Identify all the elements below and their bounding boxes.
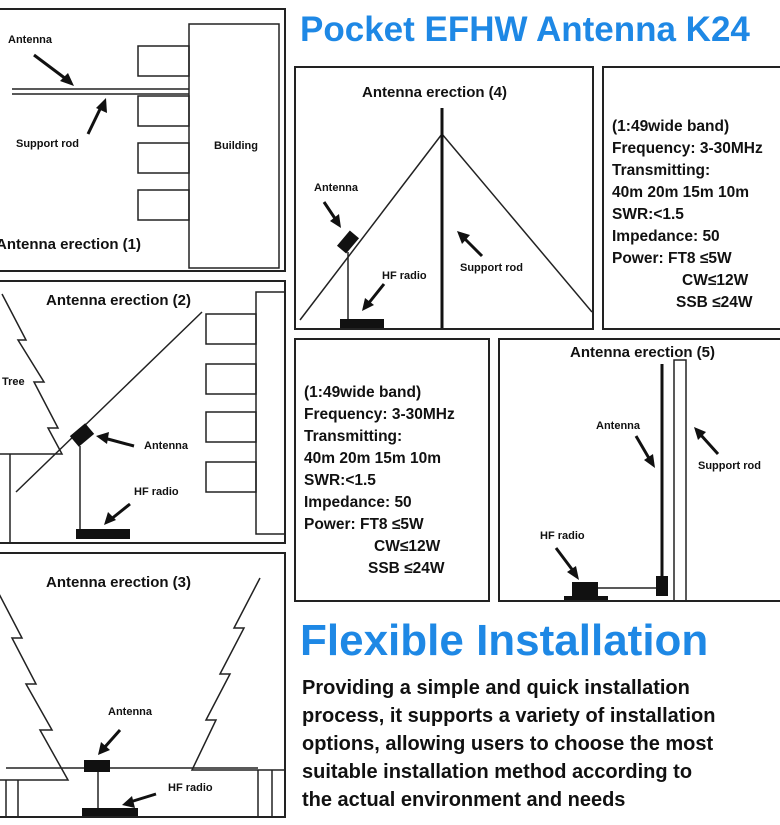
specs-text: (1:49wide band) Frequency: 3-30MHz Trans… xyxy=(304,382,455,580)
panel-title: Antenna erection (2) xyxy=(46,292,192,309)
diagram-erection-4 xyxy=(299,108,592,328)
diagram-erection-1 xyxy=(12,23,280,269)
description: Providing a simple and quick installatio… xyxy=(302,674,780,814)
diagram-erection-5 xyxy=(554,359,720,600)
panel-specs-right: (1:49wide band) Frequency: 3-30MHz Trans… xyxy=(602,66,780,330)
panel-antenna-erection-5: Antenna erection (5) Antenna Support rod… xyxy=(498,338,780,602)
arrow-support-rod xyxy=(698,432,720,456)
panel-title: Antenna erection (5) xyxy=(570,344,716,361)
label-hf-radio: HF radio xyxy=(540,530,585,542)
arrow-hf-radio xyxy=(109,502,131,522)
description-line: the actual environment and needs xyxy=(302,789,626,811)
arrow-hf-radio xyxy=(366,283,386,305)
label-antenna: Antenna xyxy=(596,420,640,432)
panel-antenna-erection-3: Antenna erection (3) Antenna HF radio xyxy=(0,552,286,818)
spec-power-ssb: SSB ≤24W xyxy=(368,560,445,577)
spec-frequency: Frequency: 3-30MHz xyxy=(304,406,455,423)
section-title: Flexible Installation xyxy=(300,616,709,665)
arrow-support-rod xyxy=(462,236,484,258)
panel-specs-middle: (1:49wide band) Frequency: 3-30MHz Trans… xyxy=(294,338,490,602)
panel-title: Antenna erection (1) xyxy=(0,236,142,253)
description-line: suitable installation method according t… xyxy=(302,761,693,783)
spec-power-ssb: SSB ≤24W xyxy=(676,294,753,311)
spec-frequency: Frequency: 3-30MHz xyxy=(612,140,763,157)
spec-power-ft8: Power: FT8 ≤5W xyxy=(304,516,424,533)
arrow-hf-radio xyxy=(554,547,576,573)
label-hf-radio: HF radio xyxy=(134,486,179,498)
spec-impedance: Impedance: 50 xyxy=(304,494,412,511)
spec-band: (1:49wide band) xyxy=(612,118,730,135)
arrow-hf-radio xyxy=(129,792,157,804)
arrow-antenna xyxy=(322,201,338,221)
spec-band: (1:49wide band) xyxy=(304,384,422,401)
panel-antenna-erection-4: Antenna erection (4) Antenna HF radio Su… xyxy=(294,66,594,330)
spec-swr: SWR:<1.5 xyxy=(612,206,684,223)
arrow-support-rod xyxy=(86,104,104,135)
spec-power-cw: CW≤12W xyxy=(682,272,749,289)
label-tree: Tree xyxy=(2,376,25,388)
diagram-erection-2 xyxy=(0,291,284,542)
spec-power-cw: CW≤12W xyxy=(374,538,441,555)
label-antenna: Antenna xyxy=(108,706,152,718)
label-support-rod: Support rod xyxy=(698,460,761,472)
spec-swr: SWR:<1.5 xyxy=(304,472,376,489)
panel-antenna-erection-1: Antenna Support rod Building Antenna ere… xyxy=(0,8,286,272)
label-hf-radio: HF radio xyxy=(382,270,427,282)
arrow-antenna xyxy=(102,729,122,749)
label-hf-radio: HF radio xyxy=(168,782,213,794)
spec-bands: 40m 20m 15m 10m xyxy=(612,184,750,201)
specs-text: (1:49wide band) Frequency: 3-30MHz Trans… xyxy=(612,116,763,314)
arrow-antenna xyxy=(103,436,135,448)
description-line: options, allowing users to choose the mo… xyxy=(302,733,714,755)
spec-power-ft8: Power: FT8 ≤5W xyxy=(612,250,732,267)
panel-title: Antenna erection (4) xyxy=(362,84,508,101)
description-line: Providing a simple and quick installatio… xyxy=(302,677,690,699)
panel-title: Antenna erection (3) xyxy=(46,574,192,591)
label-building: Building xyxy=(214,140,258,152)
spec-impedance: Impedance: 50 xyxy=(612,228,720,245)
label-support-rod: Support rod xyxy=(460,262,523,274)
label-antenna: Antenna xyxy=(314,182,358,194)
diagram-erection-3 xyxy=(0,577,284,816)
spec-transmitting: Transmitting: xyxy=(304,428,403,445)
description-line: process, it supports a variety of instal… xyxy=(302,705,716,727)
spec-bands: 40m 20m 15m 10m xyxy=(304,450,442,467)
panel-antenna-erection-2: Antenna erection (2) Tree Antenna HF rad… xyxy=(0,280,286,544)
spec-transmitting: Transmitting: xyxy=(612,162,711,179)
label-support-rod: Support rod xyxy=(16,138,79,150)
label-antenna: Antenna xyxy=(144,440,188,452)
arrow-antenna xyxy=(634,435,652,461)
page-title: Pocket EFHW Antenna K24 xyxy=(300,10,750,49)
label-antenna: Antenna xyxy=(8,34,52,46)
